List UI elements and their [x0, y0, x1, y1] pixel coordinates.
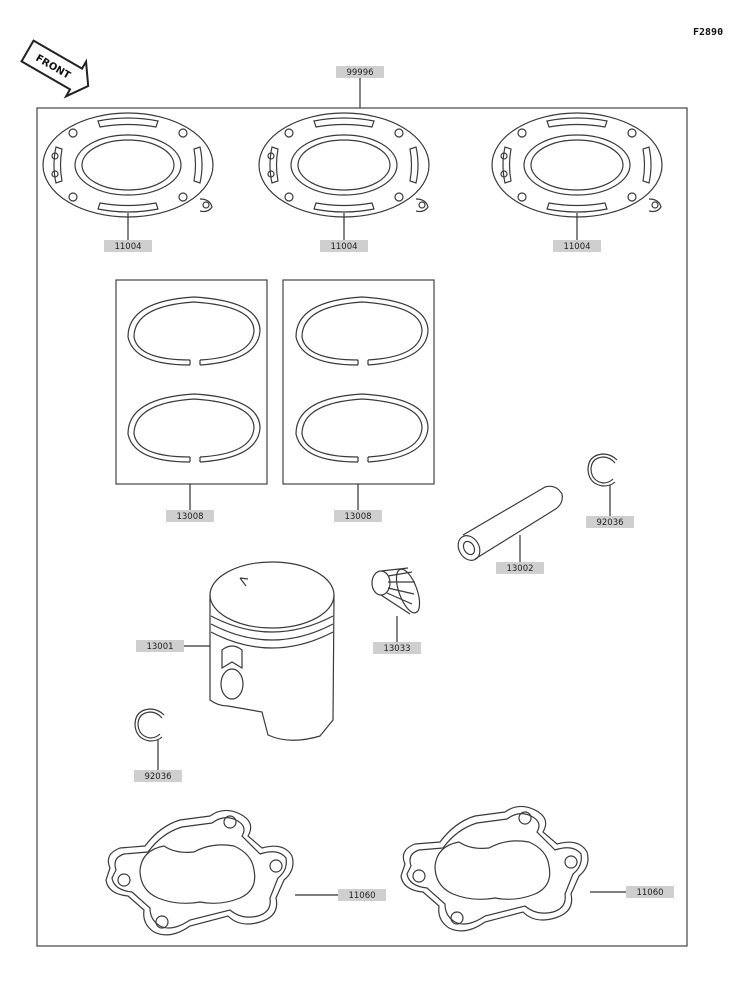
label-head-gasket-1: 11004 [114, 242, 141, 252]
label-head-gasket-3: 11004 [563, 242, 590, 252]
piston-pin: 13002 [457, 485, 563, 574]
label-kit: 99996 [346, 68, 373, 78]
label-head-gasket-2: 11004 [330, 242, 357, 252]
head-gasket: 11004 [491, 112, 663, 252]
label-snap-ring-right: 92036 [596, 518, 623, 528]
label-ring-set-2: 13008 [344, 512, 371, 522]
piston: 13001 [136, 561, 335, 741]
front-arrow-icon: FRONT [20, 39, 90, 99]
label-base-gasket-1: 11060 [348, 891, 375, 901]
label-piston: 13001 [146, 642, 173, 652]
label-needle-bearing: 13033 [383, 644, 410, 654]
snap-ring: 92036 [586, 453, 634, 528]
head-gasket: 11004 [258, 112, 430, 252]
needle-bearing: 13033 [371, 567, 421, 654]
label-piston-pin: 13002 [506, 564, 533, 574]
piston-ring-set: 13008 [115, 279, 268, 522]
label-snap-ring-left: 92036 [144, 772, 171, 782]
diagram-code: F2890 [693, 27, 723, 38]
base-gasket: 11060 [400, 805, 674, 932]
head-gasket: 11004 [42, 112, 214, 252]
base-gasket: 11060 [105, 809, 386, 936]
kit-frame [36, 107, 688, 947]
piston-ring-set: 13008 [282, 279, 435, 522]
label-ring-set-1: 13008 [176, 512, 203, 522]
label-base-gasket-2: 11060 [636, 888, 663, 898]
snap-ring: 92036 [134, 708, 182, 782]
